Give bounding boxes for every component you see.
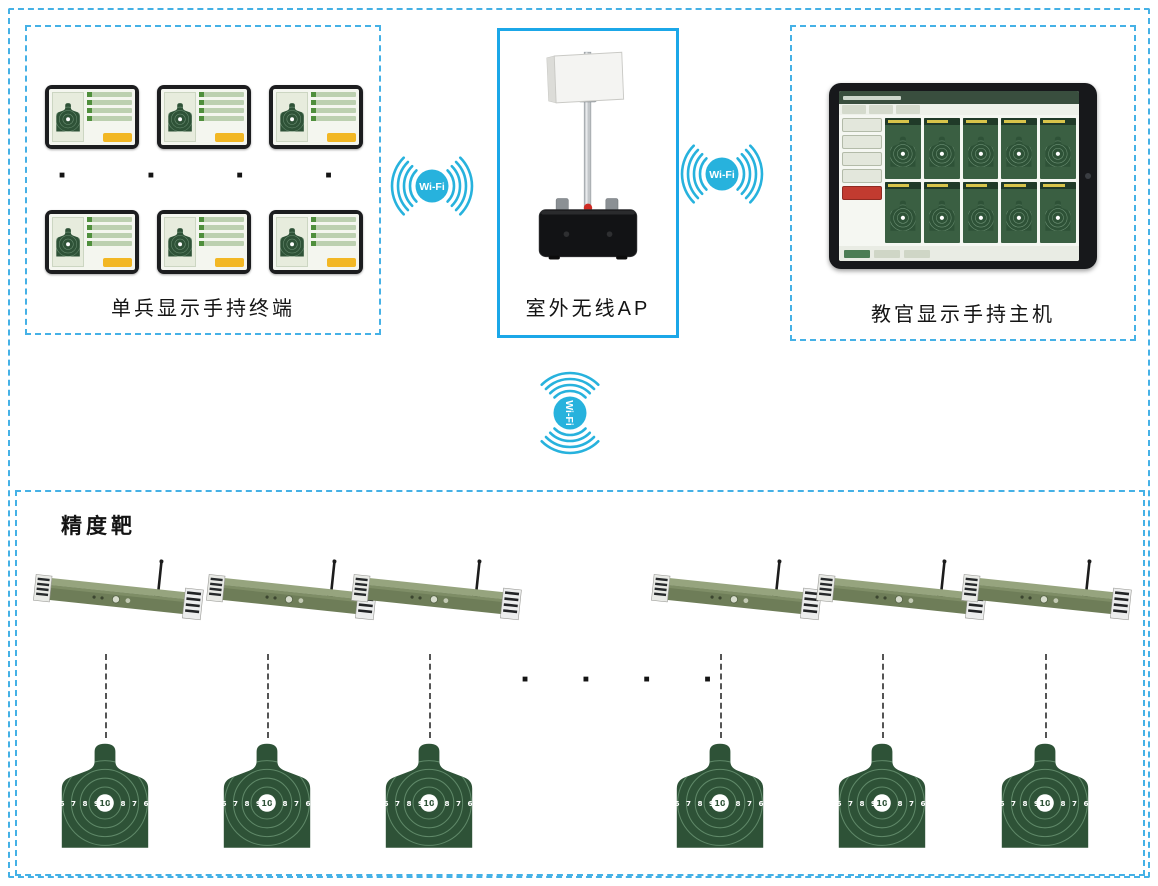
terminal-screen <box>161 214 247 270</box>
soldier-terminals-group-box: ■ ■ ■ ■ 单兵显示手持终端 <box>25 25 381 335</box>
wifi-icon <box>390 156 474 216</box>
instructor-host-box: 教官显示手持主机 <box>790 25 1136 341</box>
target-range-box: 精度靶 ■ ■ ■ ■ <box>15 490 1145 876</box>
terminal-score-list <box>311 92 356 142</box>
target-card <box>1040 118 1076 179</box>
target-card <box>1001 118 1038 179</box>
outdoor-ap-box: 室外无线AP <box>497 28 679 338</box>
connector-line <box>267 654 269 738</box>
terminal-target-thumbnail <box>52 92 85 142</box>
terminal-button <box>103 133 132 142</box>
terminal-score-list <box>199 217 244 267</box>
instructor-label: 教官显示手持主机 <box>871 304 1055 326</box>
tablet-bottombar <box>839 246 1079 261</box>
tablet-target-grid <box>885 118 1076 243</box>
terminal-screen <box>273 89 359 145</box>
terminal-button <box>215 258 244 267</box>
precision-target <box>219 742 315 848</box>
tablet-menubar <box>839 104 1079 115</box>
terminal-button <box>327 133 356 142</box>
connector-line <box>882 654 884 738</box>
terminal-target-thumbnail <box>276 92 309 142</box>
terminal-screen <box>161 89 247 145</box>
target-card <box>1040 182 1076 243</box>
terminal-target-thumbnail <box>164 92 197 142</box>
target-card <box>923 182 960 243</box>
soldier-terminal-tablet <box>269 210 363 274</box>
tablet-camera-dot <box>1085 173 1091 179</box>
precision-target <box>672 742 768 848</box>
connector-line <box>1045 654 1047 738</box>
precision-target <box>57 742 153 848</box>
ap-base-unit <box>538 198 638 260</box>
ap-label: 室外无线AP <box>525 298 651 320</box>
ap-panel-antenna <box>546 51 625 104</box>
precision-target <box>997 742 1093 848</box>
terminal-score-list <box>87 92 132 142</box>
terminal-score-list <box>87 217 132 267</box>
terminal-score-list <box>199 92 244 142</box>
connector-line <box>105 654 107 738</box>
soldier-terminal-tablet <box>157 85 251 149</box>
target-sensor-rail <box>32 554 207 621</box>
target-card <box>1001 182 1038 243</box>
soldier-terminal-tablet <box>45 85 139 149</box>
range-label: 精度靶 <box>61 515 136 538</box>
connector-line <box>720 654 722 738</box>
terminal-button <box>327 258 356 267</box>
precision-target <box>381 742 477 848</box>
terminal-button <box>215 133 244 142</box>
tablet-titlebar <box>839 91 1079 104</box>
instructor-tablet <box>829 83 1097 269</box>
target-sensor-rail <box>350 554 525 621</box>
wifi-icon-vertical <box>540 371 600 455</box>
outer-dashed-border <box>8 8 1150 878</box>
soldier-terminal-tablet <box>45 210 139 274</box>
connector-line <box>429 654 431 738</box>
terminals-group-label: 单兵显示手持终端 <box>111 298 295 320</box>
terminal-score-list <box>311 217 356 267</box>
wifi-icon <box>680 144 764 204</box>
range-ellipsis-dots: ■ ■ ■ ■ <box>522 674 737 685</box>
target-card <box>962 182 999 243</box>
target-card <box>923 118 960 179</box>
soldier-terminal-tablet <box>157 210 251 274</box>
terminal-screen <box>49 214 135 270</box>
target-sensor-rail <box>650 554 825 621</box>
target-card <box>885 118 921 179</box>
target-sensor-rail <box>960 554 1135 621</box>
soldier-terminal-tablet <box>269 85 363 149</box>
tablet-sidebar <box>842 118 882 243</box>
target-card <box>962 118 999 179</box>
terminal-target-thumbnail <box>276 217 309 267</box>
target-card <box>885 182 921 243</box>
terminal-screen <box>49 89 135 145</box>
terminals-ellipsis-dots: ■ ■ ■ ■ <box>59 170 372 181</box>
terminal-button <box>103 258 132 267</box>
precision-target <box>834 742 930 848</box>
instructor-screen <box>839 91 1079 261</box>
terminal-target-thumbnail <box>164 217 197 267</box>
terminal-target-thumbnail <box>52 217 85 267</box>
terminal-screen <box>273 214 359 270</box>
outdoor-ap-device <box>538 51 638 260</box>
